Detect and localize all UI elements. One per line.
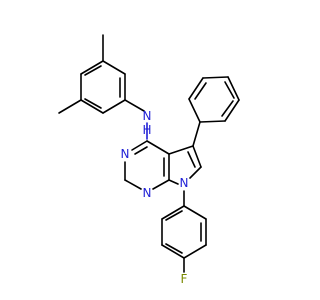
dimethylphenyl-ring: [80, 60, 126, 114]
ring-n3-label: N: [121, 147, 130, 161]
methyl-bond-left: [58, 99, 82, 114]
aryl-amine-bond: [124, 99, 145, 112]
fluorophenyl-ring: [161, 205, 207, 259]
amine-n-label: N: [143, 109, 152, 123]
pyrrole-n-label: N: [180, 176, 189, 190]
ring-n1-label: N: [143, 186, 152, 200]
molecule-structure-diagram: N H N N N: [0, 0, 300, 300]
fluorine-label: F: [181, 272, 188, 286]
pyrrole-ring: [168, 145, 202, 185]
background: [0, 0, 300, 300]
pyrimidine-ring: [124, 140, 170, 190]
phenyl-ring: [188, 76, 240, 123]
c5-phenyl-bond: [192, 121, 201, 147]
